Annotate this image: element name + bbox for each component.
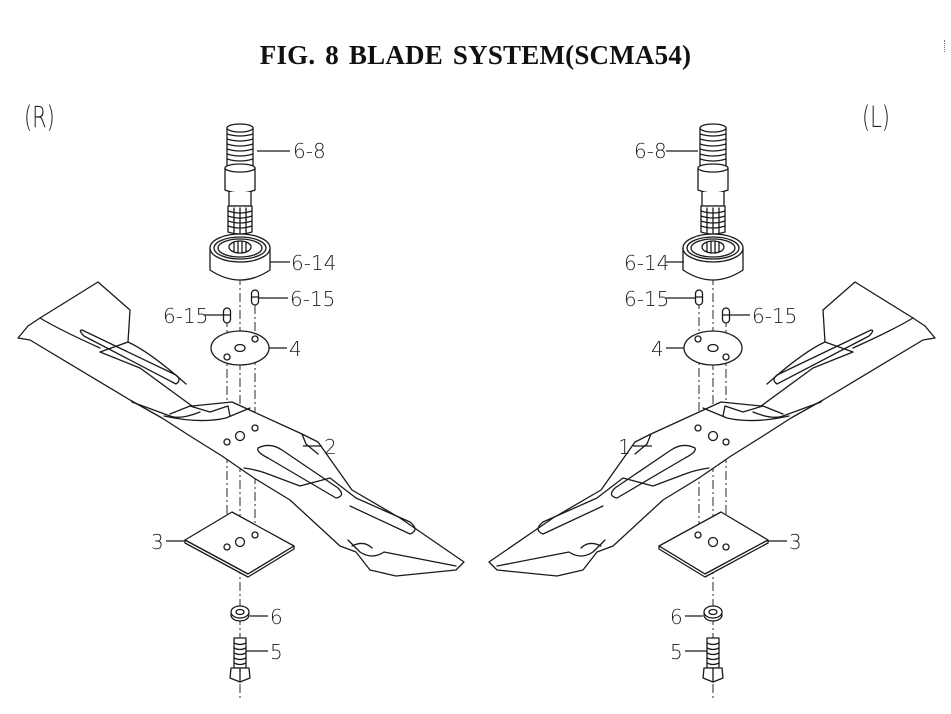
plate-part-4	[210, 330, 270, 366]
callout-6-15: 6-15	[624, 287, 669, 311]
callout-4: 4	[289, 337, 302, 361]
washer-part-6	[703, 605, 723, 622]
callout-6-14: 6-14	[291, 251, 336, 275]
callout-2: 2	[324, 435, 337, 459]
callout-6: 6	[670, 605, 683, 629]
bolt-part-5	[229, 637, 251, 683]
pin-part-6-15	[694, 289, 704, 306]
callout-6-8: 6-8	[293, 139, 326, 163]
blade-left-part-1	[488, 281, 936, 577]
right-view-label: (R)	[24, 100, 55, 134]
adapter-plate-part-3	[658, 511, 769, 578]
figure-title: FIG. 8 BLADE SYSTEM(SCMA54)	[259, 40, 692, 70]
callout-5: 5	[270, 640, 283, 664]
spindle-part-6-8	[224, 123, 256, 236]
callout-5: 5	[670, 640, 683, 664]
callout-3: 3	[151, 530, 164, 554]
pin-part-6-15	[222, 307, 232, 324]
washer-part-6	[230, 605, 250, 622]
callout-3: 3	[789, 530, 802, 554]
callout-4: 4	[651, 337, 664, 361]
callout-6-15: 6-15	[290, 287, 335, 311]
page-edge-mark	[944, 40, 947, 52]
callout-6-15: 6-15	[163, 304, 208, 328]
bearing-part-6-14	[209, 233, 271, 281]
blade-right-part-2	[17, 281, 465, 577]
pin-part-6-15	[721, 307, 731, 324]
bearing-part-6-14	[682, 233, 744, 281]
left-blade-assembly: 6-8 6-14 6-15 6-15 4 1 3 6 5	[488, 123, 936, 700]
right-blade-assembly: 6-8 6-14 6-15 6-15 4 2 3 6 5	[17, 123, 465, 700]
bolt-part-5	[702, 637, 724, 683]
callout-6-15: 6-15	[752, 304, 797, 328]
left-view-label: (L)	[862, 100, 890, 134]
callout-6-8: 6-8	[634, 139, 667, 163]
plate-part-4	[683, 330, 743, 366]
callout-6: 6	[270, 605, 283, 629]
spindle-part-6-8	[697, 123, 729, 236]
pin-part-6-15	[250, 289, 260, 306]
callout-1: 1	[618, 435, 631, 459]
adapter-plate-part-3	[184, 511, 295, 578]
callout-6-14: 6-14	[624, 251, 669, 275]
